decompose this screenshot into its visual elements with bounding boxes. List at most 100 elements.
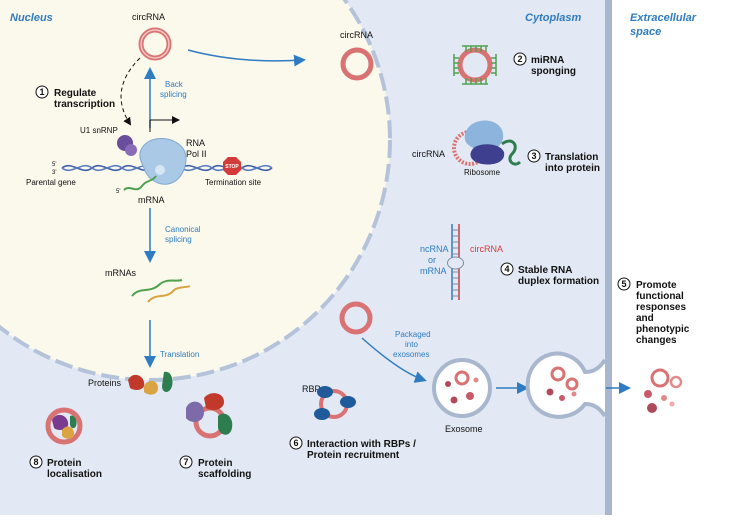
circrna-cyto-icon [340, 47, 374, 81]
rna-duplex-icon [447, 224, 464, 300]
canonical-splicing-label-1: Canonical [165, 225, 201, 234]
function-3: 3 Translation into protein [527, 149, 600, 174]
function-5-line3: responses [636, 302, 686, 313]
function-4-line2: duplex formation [518, 276, 599, 287]
back-splicing-label-2: splicing [160, 90, 187, 99]
packaged-label-2: into [405, 340, 418, 349]
ncrna-label-1: ncRNA [420, 244, 449, 254]
cytoplasm-label: Cytoplasm [525, 12, 581, 24]
circrna-cyto-label: circRNA [340, 30, 373, 40]
function-1-badge [35, 85, 49, 99]
function-2-line1: miRNA [531, 55, 564, 66]
stop-text: STOP [225, 164, 239, 170]
three-prime-label: 3' [52, 170, 56, 176]
circrna-ribo-label: circRNA [412, 149, 445, 159]
nucleus-label: Nucleus [10, 12, 53, 24]
u1-snrnp-icon [117, 135, 137, 156]
function-1-line1: Regulate [54, 88, 97, 99]
cell-membrane [605, 0, 612, 515]
circrna-top-label: circRNA [132, 12, 165, 22]
u1-snrnp-label: U1 snRNP [80, 126, 118, 135]
proteins-icon [128, 371, 173, 395]
extracellular-region [612, 0, 736, 515]
circrna-exosome-source-icon [339, 301, 373, 335]
function-8-badge [29, 455, 43, 469]
function-8: 8 Protein localisation [29, 407, 102, 480]
function-7-line2: scaffolding [198, 469, 251, 480]
function-1-number: 1 [39, 87, 44, 97]
circrna-duplex-label: circRNA [470, 244, 503, 254]
extracellular-label-line1: Extracellular [630, 12, 697, 24]
function-2-number: 2 [517, 54, 522, 64]
five-prime-label: 5' [52, 162, 56, 168]
function-4-badge [500, 262, 514, 276]
function-6: 6 Interaction with RBPs / Protein recrui… [289, 436, 416, 461]
mrnas-icon [131, 279, 191, 303]
back-splicing-label-1: Back [165, 80, 184, 89]
nucleus-region [0, 0, 392, 382]
canonical-splicing-label-2: splicing [165, 235, 192, 244]
function-5-line2: functional [636, 291, 684, 302]
function-2-line2: sponging [531, 66, 576, 77]
rna-pol-label-2: Pol II [186, 149, 207, 159]
exosome-icon [432, 358, 492, 418]
released-cargo-icon [644, 368, 683, 413]
function-7-line1: Protein [198, 458, 232, 469]
termination-site-label: Termination site [205, 178, 262, 187]
function-5-badge [617, 277, 631, 291]
parental-gene-label: Parental gene [26, 178, 76, 187]
function-5-line6: changes [636, 335, 677, 346]
mirna-sponge-icon [453, 45, 497, 85]
function-8-number: 8 [33, 457, 38, 467]
ribosome-label: Ribosome [464, 168, 501, 177]
stop-sign-icon: STOP [223, 157, 241, 175]
exosome-label: Exosome [445, 424, 483, 434]
function-5-line4: and [636, 313, 654, 324]
protein-scaffolding-icon [186, 393, 233, 439]
function-2: 2 miRNA sponging [513, 52, 576, 77]
function-1: 1 Regulate transcription [35, 85, 115, 110]
function-1-line2: transcription [54, 99, 115, 110]
regulate-dashed-arrow [120, 57, 141, 126]
mrnas-label: mRNAs [105, 268, 136, 278]
function-5-number: 5 [621, 279, 626, 289]
function-3-badge [527, 149, 541, 163]
five-prime-mrna-label: 5' [116, 189, 120, 195]
function-5: 5 Promote functional responses and pheno… [617, 277, 690, 346]
function-4-line1: Stable RNA [518, 265, 572, 276]
function-3-line2: into protein [545, 163, 600, 174]
extracellular-label-line2: space [630, 26, 661, 38]
circrna-top-icon [138, 27, 172, 61]
ncrna-label-2: or [428, 255, 436, 265]
packaged-label-3: exosomes [393, 350, 429, 359]
function-2-badge [513, 52, 527, 66]
function-6-line1: Interaction with RBPs / [307, 439, 416, 450]
function-5-line1: Promote [636, 280, 677, 291]
function-4-number: 4 [504, 264, 509, 274]
function-5-line5: phenotypic [636, 324, 690, 335]
function-7-badge [179, 455, 193, 469]
mrna-label: mRNA [138, 195, 165, 205]
packaging-arrow [361, 337, 427, 383]
function-4: 4 Stable RNA duplex formation [500, 262, 599, 287]
ncrna-label-3: mRNA [420, 266, 447, 276]
rbp-complex-icon [314, 386, 356, 420]
ribosome-icon [452, 120, 522, 166]
nascent-mrna-icon [123, 175, 157, 191]
function-3-number: 3 [531, 151, 536, 161]
packaged-label-1: Packaged [395, 330, 431, 339]
translation-label: Translation [160, 350, 199, 359]
rna-pol-ii-icon [139, 138, 187, 185]
rna-pol-label-1: RNA [186, 138, 205, 148]
function-8-line1: Protein [47, 458, 81, 469]
function-6-badge [289, 436, 303, 450]
rbp-label: RBP [302, 384, 321, 394]
membrane-fusion-icon [525, 351, 607, 419]
function-7-number: 7 [183, 457, 188, 467]
export-arrow [187, 49, 306, 67]
function-6-number: 6 [293, 438, 298, 448]
proteins-label: Proteins [88, 378, 122, 388]
protein-localisation-icon [45, 407, 83, 445]
